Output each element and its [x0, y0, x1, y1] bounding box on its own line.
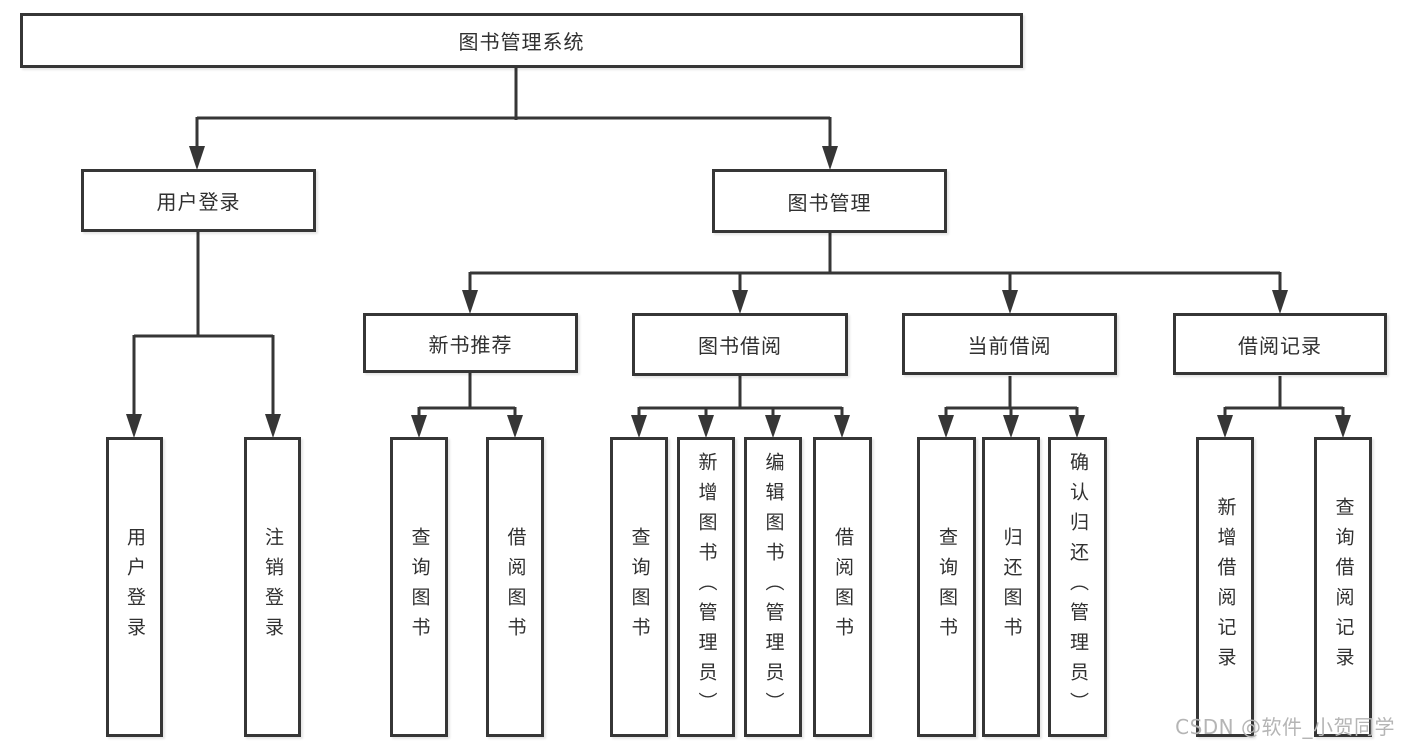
- leaf-cb-return-books: 归还图书: [982, 437, 1040, 737]
- arrowhead: [411, 415, 427, 438]
- leaf-cb-query-books-label: 查询图书: [936, 527, 958, 647]
- leaf-bb-borrow-books: 借阅图书: [813, 437, 872, 737]
- arrowhead: [1069, 415, 1085, 438]
- leaf-br-add-record-label: 新增借阅记录: [1214, 497, 1237, 677]
- arrowhead: [765, 415, 781, 438]
- leaf-cb-return-books-label: 归还图书: [1000, 527, 1023, 647]
- connector-bookmgmt-to-level3: [462, 233, 1288, 314]
- node-borrow-records-label: 借阅记录: [1238, 333, 1322, 358]
- node-current-borrow-label: 当前借阅: [967, 333, 1052, 358]
- leaf-cb-confirm-return-label: 确认归还（管理员）: [1067, 452, 1089, 722]
- leaf-rec-borrow-books: 借阅图书: [486, 437, 544, 737]
- leaf-login: 用户登录: [106, 437, 163, 737]
- node-book-mgmt-label: 图书管理: [787, 190, 872, 215]
- leaf-br-add-record: 新增借阅记录: [1196, 437, 1254, 737]
- leaf-bb-query-books-label: 查询图书: [628, 527, 651, 647]
- arrowhead: [1335, 415, 1351, 438]
- csdn-watermark: CSDN @软件_小贺同学: [1175, 715, 1395, 739]
- node-user-login-label: 用户登录: [156, 190, 241, 214]
- arrowhead: [1217, 415, 1233, 438]
- node-current-borrow: 当前借阅: [902, 313, 1117, 375]
- leaf-bb-add-books-label: 新增图书（管理员）: [695, 452, 718, 722]
- node-new-book-rec: 新书推荐: [363, 313, 578, 373]
- node-book-mgmt: 图书管理: [712, 169, 947, 233]
- arrowhead: [1272, 290, 1288, 314]
- connector-borrowrecords-to-leaves: [1217, 376, 1351, 438]
- leaf-logout: 注销登录: [244, 437, 301, 737]
- arrowhead: [938, 415, 954, 438]
- arrowhead: [507, 415, 523, 438]
- leaf-bb-borrow-books-label: 借阅图书: [832, 527, 854, 647]
- node-borrow-records: 借阅记录: [1173, 313, 1387, 375]
- leaf-br-query-record-label: 查询借阅记录: [1332, 497, 1355, 677]
- node-user-login: 用户登录: [81, 169, 316, 232]
- leaf-bb-edit-books-label: 编辑图书（管理员）: [762, 452, 785, 722]
- arrowhead: [189, 146, 205, 170]
- leaf-bb-edit-books: 编辑图书（管理员）: [744, 437, 802, 737]
- arrowhead: [732, 290, 748, 314]
- node-root: 图书管理系统: [20, 13, 1023, 68]
- connector-newbookrec-to-leaves: [411, 373, 523, 438]
- leaf-rec-borrow-books-label: 借阅图书: [504, 527, 527, 647]
- connector-bookborrow-to-leaves: [631, 376, 850, 438]
- arrowhead: [1003, 415, 1019, 438]
- leaf-logout-label: 注销登录: [262, 527, 284, 647]
- leaf-cb-confirm-return: 确认归还（管理员）: [1048, 437, 1107, 737]
- leaf-br-query-record: 查询借阅记录: [1314, 437, 1372, 737]
- arrowhead: [631, 415, 647, 438]
- node-book-borrow-label: 图书借阅: [698, 334, 782, 358]
- arrowhead: [1002, 290, 1018, 314]
- connector-root-to-level2: [189, 68, 838, 170]
- leaf-bb-add-books: 新增图书（管理员）: [677, 437, 735, 737]
- arrowhead: [265, 414, 281, 438]
- arrowhead: [126, 414, 142, 438]
- leaf-cb-query-books: 查询图书: [917, 437, 976, 737]
- node-book-borrow: 图书借阅: [632, 313, 848, 376]
- node-root-label: 图书管理系统: [458, 30, 585, 54]
- connector-userlogin-to-leaves: [126, 232, 281, 438]
- leaf-bb-query-books: 查询图书: [610, 437, 668, 737]
- arrowhead: [462, 290, 478, 314]
- arrowhead: [698, 415, 714, 438]
- arrowhead: [822, 146, 838, 170]
- leaf-rec-query-books-label: 查询图书: [408, 527, 431, 647]
- node-new-book-rec-label: 新书推荐: [428, 332, 513, 357]
- leaf-login-label: 用户登录: [124, 527, 146, 647]
- leaf-rec-query-books: 查询图书: [390, 437, 448, 737]
- arrowhead: [834, 415, 850, 438]
- connector-currentborrow-to-leaves: [938, 376, 1085, 438]
